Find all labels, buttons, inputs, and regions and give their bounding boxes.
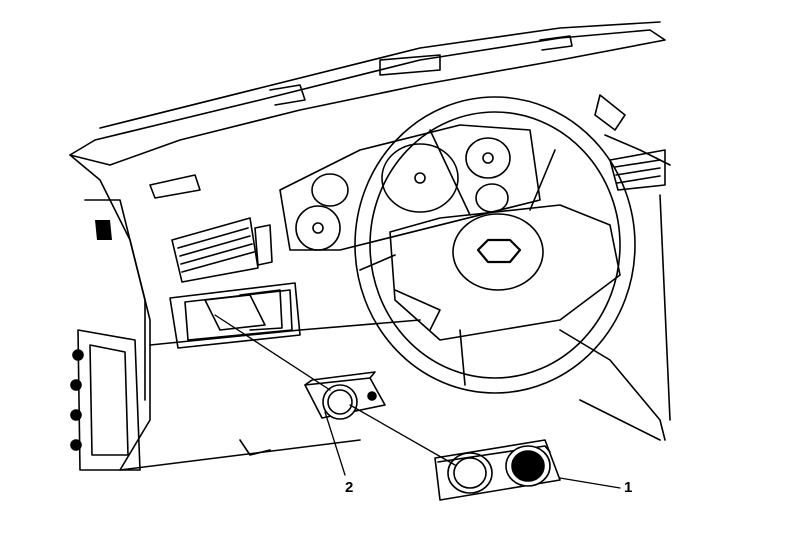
end-panel — [70, 329, 141, 471]
dashboard-top-edge — [69, 21, 666, 199]
lower-dash-edge — [149, 319, 661, 456]
instrument-cluster — [279, 124, 541, 251]
steering-wheel — [354, 96, 636, 394]
steering-column — [559, 94, 671, 441]
callout-2-label: 2 — [345, 479, 354, 496]
part-2-switch — [304, 371, 386, 420]
switch-opening — [169, 282, 301, 349]
callout-1-label: 1 — [624, 479, 633, 496]
part-1-bezel — [434, 439, 561, 501]
dash-left-end — [69, 154, 361, 471]
leader-lines — [214, 314, 621, 489]
left-air-vent — [171, 217, 273, 283]
